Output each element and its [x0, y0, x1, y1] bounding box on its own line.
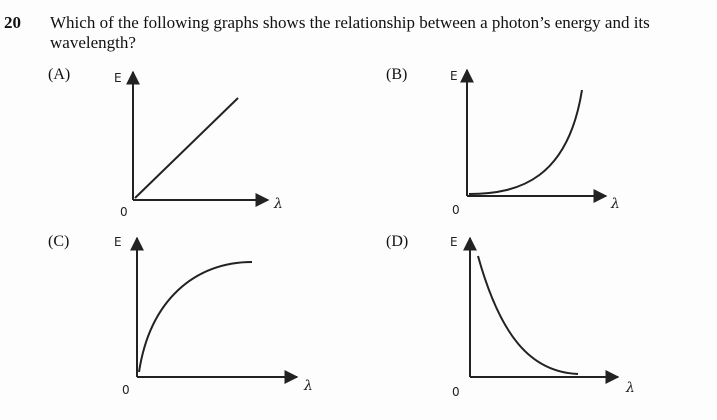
graph-d-y-label: E	[450, 235, 458, 249]
graph-b: E λ 0	[450, 68, 620, 217]
graph-c-x-label: λ	[303, 378, 313, 394]
graph-c-origin: 0	[122, 383, 130, 397]
graph-a-y-label: E	[114, 71, 122, 85]
graph-c-y-label: E	[114, 235, 122, 249]
graph-a-x-label: λ	[273, 196, 283, 212]
graph-d-curve	[477, 255, 579, 375]
option-a-label[interactable]: (A)	[48, 66, 71, 83]
question-text: Which of the following graphs shows the …	[50, 13, 650, 52]
graph-b-origin: 0	[452, 203, 460, 217]
graph-a-origin: 0	[120, 205, 128, 219]
graph-d-origin: 0	[452, 385, 460, 399]
graph-c-curve	[138, 261, 253, 373]
graph-a-curve	[134, 97, 239, 199]
graph-a: E λ 0	[114, 70, 283, 219]
graph-d: E λ 0	[450, 235, 635, 399]
option-b-label[interactable]: (B)	[386, 66, 408, 83]
graph-b-curve	[468, 89, 583, 195]
graph-d-x-label: λ	[625, 380, 635, 396]
graph-c: E λ 0	[114, 235, 313, 397]
option-d-label[interactable]: (D)	[386, 233, 409, 250]
graph-b-x-label: λ	[610, 196, 620, 212]
question-number: 20	[4, 13, 21, 32]
option-c-label[interactable]: (C)	[48, 233, 70, 250]
graph-b-y-label: E	[450, 69, 458, 83]
